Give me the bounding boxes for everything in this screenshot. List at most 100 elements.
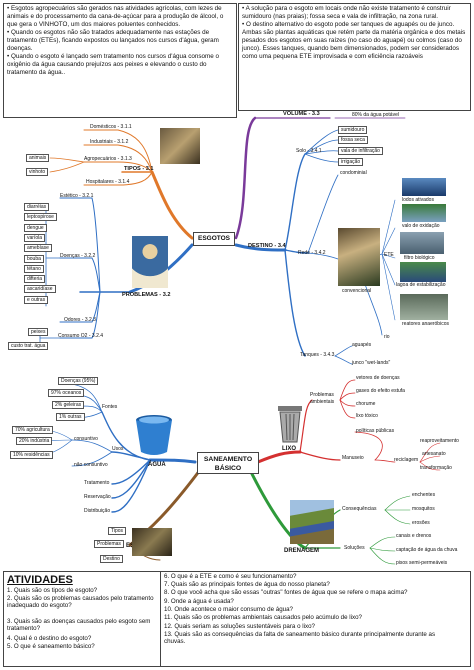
agua-tratamento: Tratamento [84, 480, 110, 486]
activity-q6: 6. O que é a ETE e como é seu funcioname… [164, 573, 297, 580]
destino-rede: Rede - 3.4.2 [298, 250, 326, 256]
doenca-item: e outras [24, 295, 49, 304]
lixo-prob-chorume: chorume [356, 401, 376, 407]
intro-right-p1: • A solução para o esgoto em locais onde… [242, 5, 451, 20]
solo-item-sumidouro: sumidouro [338, 126, 368, 134]
problemas-odores: Odores - 3.2.3 [64, 317, 96, 323]
filtro-biologico-photo [400, 232, 444, 254]
tipos-sub-vinhoto: vinhoto [26, 168, 49, 176]
reciclagem-artesanato: artesanato [422, 451, 446, 457]
fontes-doencas: Doenças (95%) [58, 377, 99, 385]
activity-q7: 7. Quais são as principais fontes de águ… [164, 581, 330, 588]
activity-q3: 3. Quais são as doenças causados pelo es… [7, 618, 151, 633]
tanques-junco: junco "wet-lands" [352, 360, 391, 366]
esgoto-tipos: Tipos [108, 527, 127, 535]
problemas-doencas: Doenças - 3.2.2 [60, 253, 96, 259]
doenca-item: tétano [24, 264, 44, 273]
tipos-sub-animais: animais [26, 154, 50, 162]
mindmap-center-saneamento: SANEAMENTO BÁSICO [197, 452, 259, 474]
destino-convencional: convencional [342, 288, 372, 294]
activity-q9: 9. Onde a água é usada? [164, 598, 234, 605]
tipos-item-hospitalares: Hospitalares - 3.1.4 [86, 179, 130, 185]
lixo-prob-toxico: lixo tóxico [356, 413, 378, 419]
consequencia-erosoes: erosões [412, 520, 430, 526]
activity-q8: 8. O que você acha que são essas "outras… [164, 589, 408, 596]
trash-can-illustration [276, 404, 304, 444]
sewage-pipe-photo [160, 128, 200, 164]
intro-left-p3: • Quando o esgoto é lançado sem tratamen… [7, 53, 220, 76]
doenca-item: leptospirose [24, 213, 57, 222]
intro-left-panel: • Esgotos agropecuários são gerados nas … [3, 3, 237, 118]
activity-q2: 2. Quais são os problemas causados pelo … [7, 595, 154, 610]
activities-panel: ATIVIDADES 1. Quais são os tipos de esgo… [3, 571, 471, 667]
esgoto-destino: Destino [100, 555, 123, 563]
reciclagem-transformacao: transformação [420, 465, 452, 471]
consumo-sub-peixes: peixes [28, 328, 49, 336]
activities-divider [160, 572, 161, 666]
tipos-item-agropecuarios: Agropecuários - 3.1.3 [84, 156, 132, 162]
doenca-item: dengue [24, 223, 47, 232]
solo-item-vala: vala de infiltração [338, 147, 383, 155]
agua-label: ÁGUA [148, 462, 166, 468]
agua-fontes: Fontes [102, 404, 118, 410]
ete-filtro: filtro biológico [404, 255, 435, 261]
usos-nao-consuntivo: não consuntivo [74, 462, 108, 468]
destino-label: DESTINO - 3.4 [248, 243, 286, 249]
mindmap-center-esgotos: ESGOTOS [193, 232, 235, 246]
ete-lagoa: lagoa de estabilização [396, 282, 446, 288]
valo-oxidacao-photo [402, 204, 446, 222]
tipos-item-industriais: Industriais - 3.1.2 [90, 139, 129, 145]
agua-reservacao: Reservação [84, 494, 111, 500]
intro-left-p1: • Esgotos agropecuários são gerados nas … [7, 5, 224, 28]
solo-item-fossa-seca: fossa seca [338, 136, 368, 144]
volume-value: 80% da água potável [352, 112, 399, 118]
drenagem-label: DRENAGEM [284, 548, 320, 554]
consequencia-mosquitos: mosquitos [412, 506, 435, 512]
consuntivo-industria: 20% indústria [16, 437, 53, 445]
rede-pipe-photo [338, 228, 380, 286]
consequencia-enchentes: enchentes [412, 492, 436, 498]
lodos-ativados-photo [402, 178, 446, 196]
solo-item-irrigacao: irrigação [338, 158, 364, 166]
activity-q12: 12. Quais seriam as soluções sustentávei… [164, 623, 315, 630]
esgoto-problemas: Problemas [94, 540, 124, 548]
intro-right-p2: • O destino alternativo do esgoto pode s… [242, 21, 466, 60]
lixo-prob-gases: gases do efeito estufa [356, 388, 405, 394]
doenca-item: ascaridíase [24, 285, 56, 294]
activity-q1: 1. Quais são os tipos de esgoto? [7, 587, 98, 594]
destino-condominial: condominial [340, 170, 367, 176]
consuntivo-residencias: 10% residências [10, 451, 53, 459]
fontes-oceanos: 97% oceanos [48, 389, 85, 397]
destino-rio: rio [384, 334, 390, 340]
intro-right-panel: • A solução para o esgoto em locais onde… [238, 3, 471, 111]
lixo-reciclagem: reciclagem [394, 457, 419, 463]
water-bucket-illustration [132, 412, 176, 456]
fontes-geleiras: 2% geleiras [52, 401, 85, 409]
destino-ete: ETE [384, 252, 394, 258]
activity-q11: 11. Quais são os problemas ambientais ca… [164, 614, 362, 621]
drenagem-consequencias: Consequências [342, 506, 377, 512]
activity-q5: 5. O que é saneamento básico? [7, 643, 95, 650]
problemas-esteticos: Estético - 3.2.1 [60, 193, 94, 199]
destino-tanques: Tanques - 3.4.3 [300, 352, 335, 358]
solucao-pisos: pisos semi-permeáveis [396, 560, 448, 566]
intro-left-p2: • Quando os esgotos não são tratados ade… [7, 29, 219, 52]
lixo-manuseio: Manuseio [342, 455, 364, 461]
fontes-outras: 1% outras [56, 413, 85, 421]
tipos-label: TIPOS - 3.1 [124, 166, 154, 172]
consumo-sub-custo: custo trat. água [8, 342, 49, 350]
ete-valo: valo de oxidação [402, 223, 440, 229]
consuntivo-agricultura: 70% agricultura [12, 426, 53, 434]
reatores-photo [400, 294, 448, 320]
tipos-item-domesticos: Domésticos - 3.1.1 [90, 124, 132, 130]
ete-reatores: reatores anaeróbicos [402, 321, 449, 327]
lagoa-photo [400, 262, 446, 282]
activity-q10: 10. Onde acontece o maior consumo de águ… [164, 606, 293, 613]
doenca-item: varíola [24, 233, 46, 242]
lixo-politicas: políticas públicas [356, 428, 395, 434]
activity-q13: 13. Quais são as consequências da falta … [164, 631, 436, 646]
reciclagem-reaproveitamento: reaproveitamento [420, 438, 459, 444]
doenca-item: diarréias [24, 203, 50, 211]
usos-consuntivo: consuntivo [74, 436, 98, 442]
